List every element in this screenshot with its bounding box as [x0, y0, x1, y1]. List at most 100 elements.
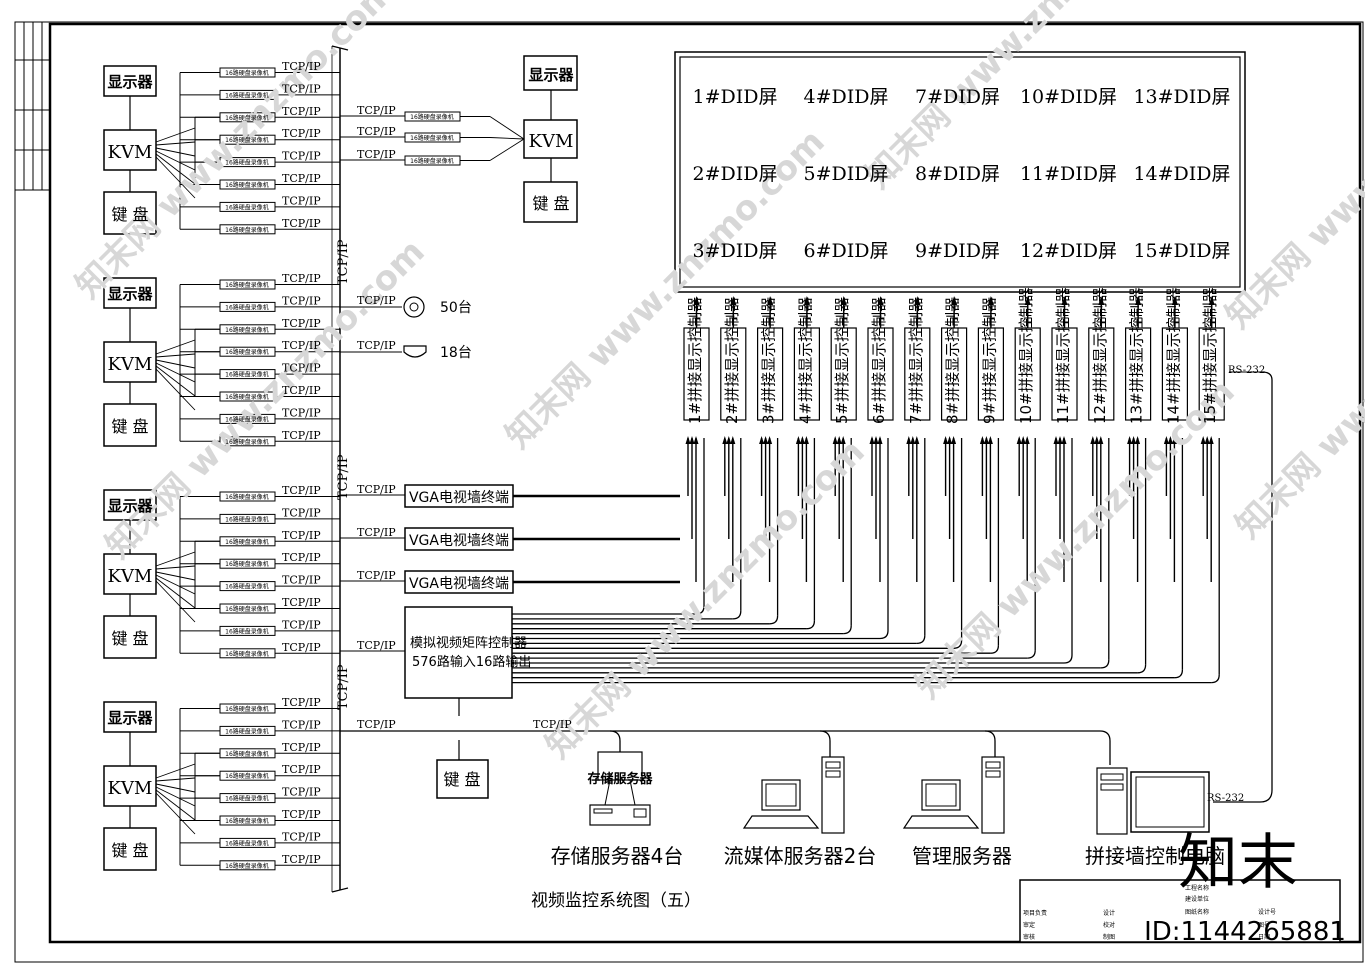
dvr-tcpip-label: TCP/IP: [357, 125, 396, 138]
vga-terminal-box: [404, 484, 514, 508]
arrow-head: [947, 436, 953, 444]
kvm-box: [103, 765, 157, 807]
dvr-box: [219, 536, 276, 547]
monitor-box: [103, 277, 157, 309]
splice-controller-label: 5#拼接显示控制器: [833, 297, 851, 424]
dvr-box: [219, 279, 276, 290]
dvr-box: [219, 179, 276, 190]
monitor-label: 显示器: [107, 497, 153, 515]
connector-line: [155, 127, 196, 143]
dvr-tcpip-label: TCP/IP: [282, 272, 321, 285]
kvm-label: KVM: [108, 354, 153, 375]
connector-line: [604, 779, 611, 806]
monitor-box: [103, 701, 157, 733]
dvr-box: [219, 860, 276, 871]
connector-line: [155, 571, 196, 581]
dvr-label: 16路硬盘录像机: [225, 348, 269, 356]
arrow-head: [767, 436, 773, 444]
dvr-label: 16路硬盘录像机: [225, 705, 269, 713]
connector-line: [155, 763, 196, 779]
matrix-label-line1: 模拟视频矩阵控制器: [410, 636, 527, 651]
dvr-label: 16路硬盘录像机: [225, 772, 269, 780]
backbone-label: TCP/IP: [336, 664, 351, 710]
dvr-box: [219, 413, 276, 424]
connector-line: [155, 362, 196, 383]
dvr-tcpip-label: TCP/IP: [282, 529, 321, 542]
arrow-head: [685, 436, 691, 444]
drawing-frame: [48, 22, 1362, 944]
did-screen-label: 15#DID屏: [1133, 240, 1230, 262]
did-screen-label: 10#DID屏: [1020, 86, 1117, 108]
splice-pc-caption: 拼接墙控制电脑: [1085, 844, 1225, 868]
storage-drive: [633, 808, 647, 818]
splice-controller-box: [867, 327, 894, 421]
kvm-box: [103, 341, 157, 383]
kvm-box: [103, 553, 157, 595]
arrow-head: [795, 436, 801, 444]
dvr-box: [219, 391, 276, 402]
arrow-head: [803, 296, 810, 305]
dvr-label: 16路硬盘录像机: [225, 415, 269, 423]
matrix-output-bend: [916, 635, 926, 645]
arrow-head: [906, 436, 912, 444]
lan-drop: [984, 730, 996, 757]
dvr-label: 16路硬盘录像机: [225, 181, 269, 189]
splice-controller-box: [720, 327, 747, 421]
arrow-head: [1200, 436, 1206, 444]
connector-line: [155, 577, 196, 609]
arrow-head: [730, 436, 736, 444]
dvr-label: 16路硬盘录像机: [225, 515, 269, 523]
dvr-box: [219, 134, 276, 145]
splice-controller-label: 8#拼接显示控制器: [944, 297, 962, 424]
splice-controller-label: 4#拼接显示控制器: [796, 297, 814, 424]
connector-line: [155, 792, 196, 835]
arrow-head: [873, 436, 879, 444]
dvr-tcpip-label: TCP/IP: [282, 574, 321, 587]
matrix-output-bend: [990, 645, 1000, 654]
lan-tcpip-label: TCP/IP: [533, 718, 572, 731]
did-screen-label: 9#DID屏: [915, 240, 1000, 262]
matrix-output-bend: [806, 620, 816, 630]
arrow-head: [730, 296, 737, 305]
dvr-label: 16路硬盘录像机: [225, 583, 269, 591]
dvr-tcpip-label: TCP/IP: [282, 618, 321, 631]
dvr-label: 16路硬盘录像机: [225, 727, 269, 735]
did-screen-label: 2#DID屏: [693, 163, 778, 185]
dvr-box: [219, 770, 276, 781]
dvr-label: 16路硬盘录像机: [410, 157, 454, 165]
arrow-head: [1163, 436, 1169, 444]
matrix-label-line2: 576路输入16路输出: [412, 654, 531, 670]
monitor-label: 显示器: [107, 285, 153, 303]
arrow-head: [979, 436, 985, 444]
tower-bay: [985, 770, 1001, 778]
monitor-label: 显示器: [528, 66, 574, 84]
dvr-label: 16路硬盘录像机: [225, 538, 269, 546]
splice-controller-box: [1088, 327, 1115, 421]
arrow-head: [914, 296, 921, 305]
title-block-text: 建设单位: [1185, 895, 1209, 903]
dvr-label: 16路硬盘录像机: [225, 203, 269, 211]
dvr-tcpip-label: TCP/IP: [282, 596, 321, 609]
tower-bay: [1100, 773, 1124, 781]
title-block-text: 审核: [1023, 933, 1035, 941]
arrow-head: [877, 296, 884, 305]
monitor-label: 显示器: [107, 73, 153, 91]
splice-controller-box: [940, 327, 968, 421]
arrow-head: [1135, 296, 1142, 305]
dvr-box: [219, 369, 276, 380]
dvr-box: [219, 513, 276, 524]
splice-controller-box: [977, 327, 1005, 421]
did-screen-label: 8#DID屏: [915, 163, 1000, 185]
dvr-label: 16路硬盘录像机: [225, 750, 269, 758]
dvr-label: 16路硬盘录像机: [225, 136, 269, 144]
dvr-tcpip-label: TCP/IP: [357, 104, 396, 117]
kvm-label: KVM: [108, 566, 153, 587]
matrix-output-bend: [843, 625, 852, 635]
splice-controller-label: 3#拼接显示控制器: [760, 297, 778, 424]
connector-line: [155, 365, 196, 397]
vga-tcpip-label: TCP/IP: [357, 569, 396, 582]
vga-terminal-box: [404, 570, 514, 594]
connector-line: [155, 359, 196, 369]
matrix-output-bend: [1137, 664, 1147, 674]
arrow-head: [1061, 296, 1068, 305]
